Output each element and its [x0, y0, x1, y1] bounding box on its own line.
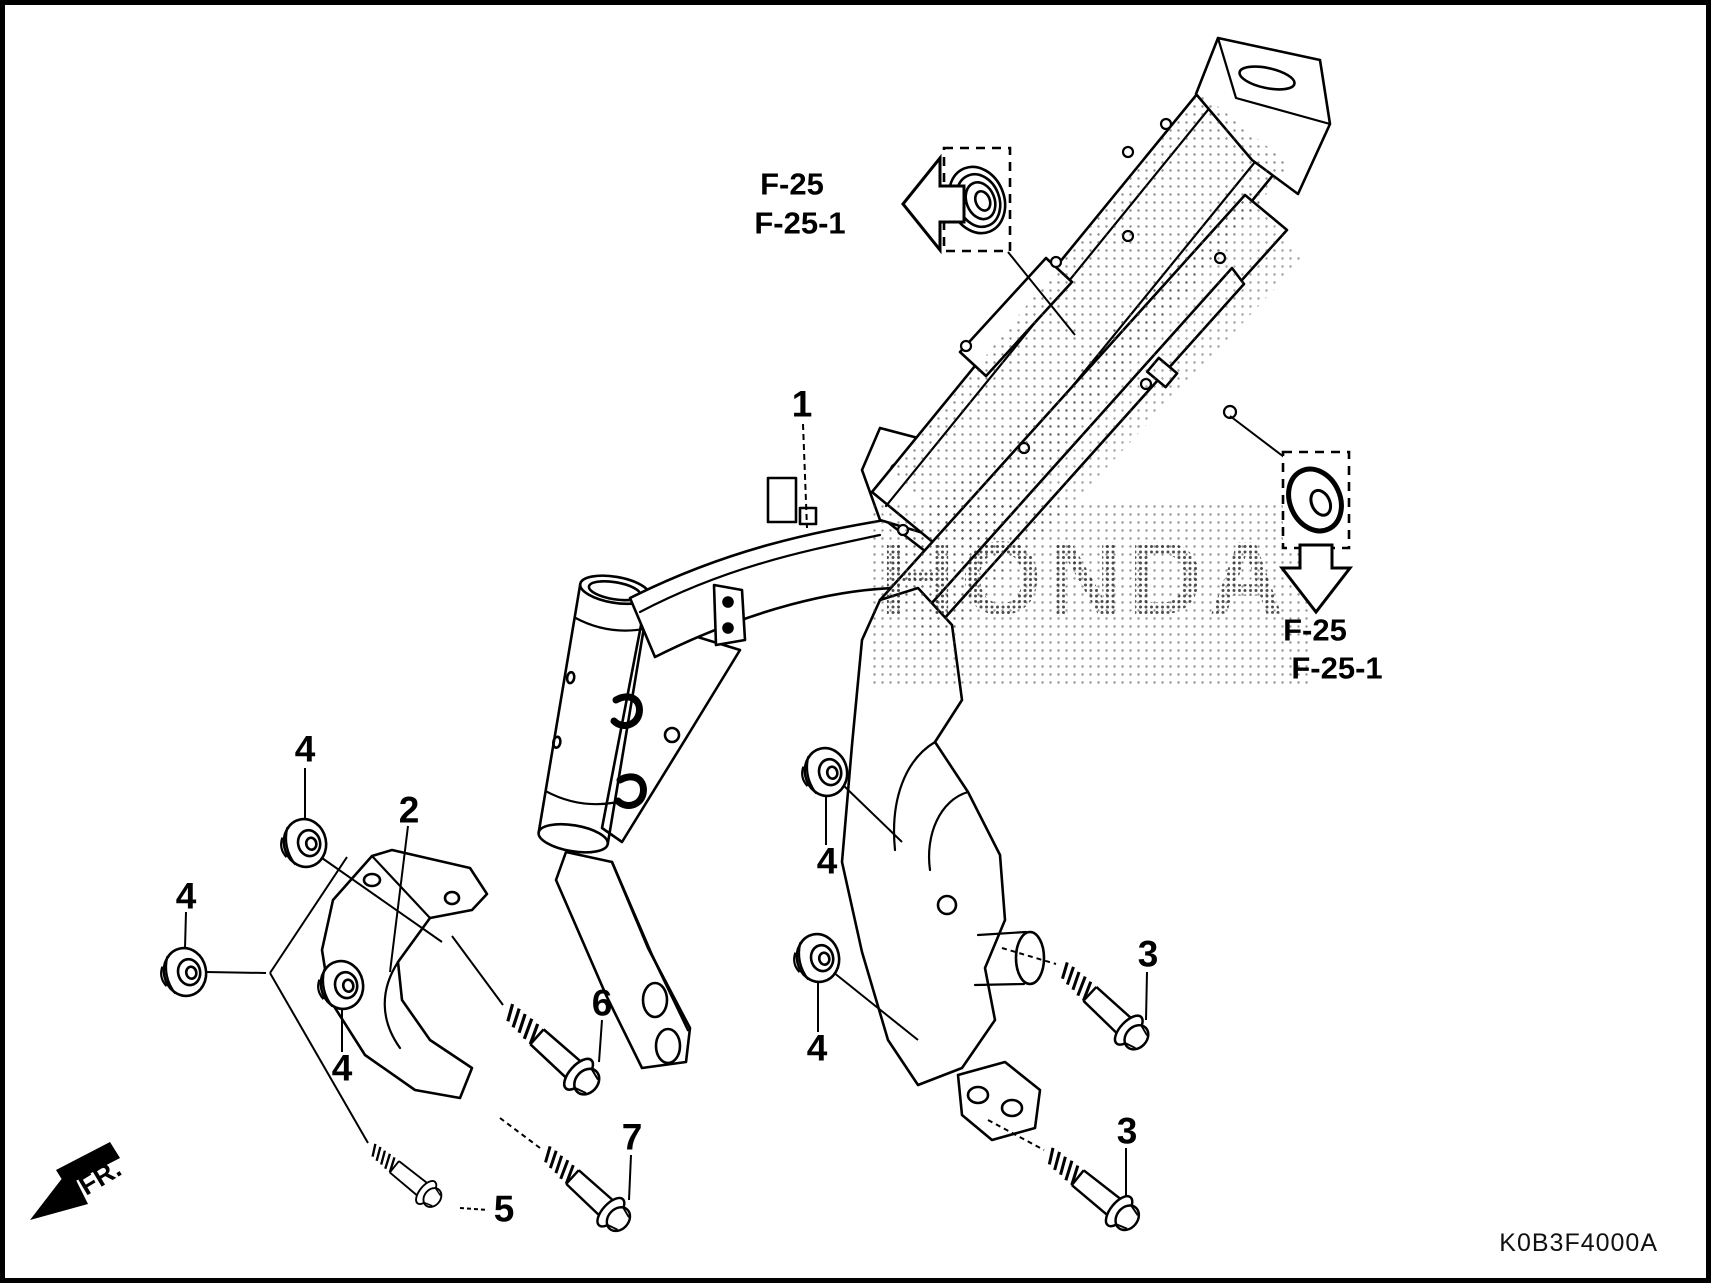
halftone-overlay: HONDA [868, 92, 1310, 686]
callout-part-4[interactable]: 4 [806, 1027, 828, 1069]
ref-link-f25-right[interactable]: F-25 [1283, 612, 1347, 648]
callout-part-4[interactable]: 4 [816, 840, 838, 882]
callout-part-3[interactable]: 3 [1137, 933, 1159, 975]
leader-lines [184, 251, 1289, 1211]
callout-part-6[interactable]: 6 [591, 982, 613, 1024]
honda-watermark: HONDA [880, 521, 1290, 637]
callout-part-1[interactable]: 1 [791, 383, 813, 425]
part-code: K0B3F4000A [1499, 1229, 1658, 1257]
mount-4e [788, 928, 845, 988]
fr-direction-indicator: FR. [30, 1142, 126, 1220]
mount-4d [796, 742, 853, 802]
bolt-3b [1035, 1138, 1149, 1240]
bolt-5 [361, 1136, 449, 1215]
ref-link-f25-1-top[interactable]: F-25-1 [754, 205, 846, 241]
mount-4a [275, 813, 332, 873]
callout-part-4[interactable]: 4 [294, 728, 316, 770]
ref-link-f25-top[interactable]: F-25 [760, 166, 824, 202]
ref-link-f25-1-right[interactable]: F-25-1 [1291, 650, 1383, 686]
callout-part-2[interactable]: 2 [398, 789, 420, 831]
arrow-down-icon [1278, 543, 1354, 615]
arrow-left-icon [901, 153, 966, 255]
callout-part-4[interactable]: 4 [331, 1047, 353, 1089]
mount-4b [155, 942, 212, 1002]
fr-arrow-icon [30, 1142, 120, 1220]
bolt-6 [492, 994, 610, 1105]
callout-part-4[interactable]: 4 [175, 875, 197, 917]
callout-part-7[interactable]: 7 [621, 1116, 643, 1158]
callout-part-3[interactable]: 3 [1116, 1110, 1138, 1152]
callout-part-5[interactable]: 5 [493, 1188, 515, 1230]
grommet-right [1286, 466, 1344, 534]
